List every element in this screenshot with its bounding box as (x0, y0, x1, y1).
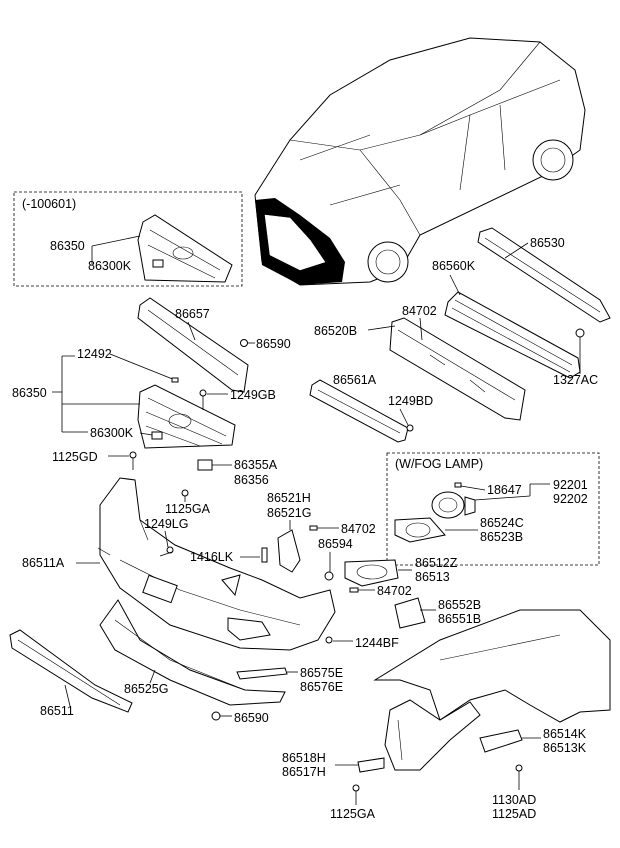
label-86551b: 86551B (438, 612, 481, 626)
label-86524c: 86524C (480, 516, 524, 530)
fog-lamp-group-label: (W/FOG LAMP) (395, 457, 483, 471)
clip-86590 (240, 339, 248, 347)
lower-panel-part (99, 599, 286, 706)
label-86594: 86594 (318, 537, 353, 551)
front-fender-part (373, 609, 611, 723)
label-86511a: 86511A (22, 556, 65, 570)
early-grille-group-box (13, 191, 243, 287)
label-86590-b: 86590 (234, 711, 269, 725)
bumper-upper-cover-part (389, 317, 526, 421)
label-86517h: 86517H (282, 765, 326, 779)
fog-bracket-part (394, 597, 426, 629)
label-86511: 86511 (40, 704, 74, 718)
label-86518h: 86518H (282, 751, 326, 765)
label-86300k-early: 86300K (88, 259, 132, 273)
label-86356: 86356 (234, 473, 269, 487)
label-1125ga-b: 1125GA (330, 807, 376, 821)
early-grille-part (137, 214, 233, 283)
label-86350-early: 86350 (50, 239, 85, 253)
label-86590-a: 86590 (256, 337, 291, 351)
molding-part (236, 667, 288, 680)
label-86350: 86350 (12, 386, 47, 400)
label-1416lk: 1416LK (190, 550, 234, 564)
label-86521g: 86521G (267, 506, 311, 520)
nut-1327ac (575, 328, 585, 338)
label-84702-b: 84702 (341, 522, 376, 536)
label-86530: 86530 (530, 236, 565, 250)
fog-lamp-group-box (386, 452, 600, 566)
side-cover-part (479, 729, 523, 753)
bolt-1249gb (199, 389, 207, 397)
label-86512z: 86512Z (415, 556, 458, 570)
label-86561a: 86561A (333, 373, 377, 387)
label-86521h: 86521H (267, 491, 311, 505)
bumper-beam-part (477, 227, 611, 323)
label-1249lg: 1249LG (144, 517, 188, 531)
label-86523b: 86523B (480, 530, 523, 544)
fog-cover-part (344, 559, 399, 587)
label-86657: 86657 (175, 307, 210, 321)
label-1125gd: 1125GD (52, 450, 98, 464)
fog-lamp-bezel-part (394, 517, 446, 543)
label-86576e: 86576E (300, 680, 343, 694)
early-grille-group-label: (-100601) (22, 197, 76, 211)
label-12492: 12492 (77, 347, 112, 361)
front-bumper-cover-part (97, 477, 336, 651)
lower-lip-part (9, 629, 133, 713)
wheel-liner-part (384, 699, 481, 771)
label-86575e: 86575E (300, 666, 343, 680)
label-86513: 86513 (415, 570, 450, 584)
label-84702-c: 84702 (377, 584, 412, 598)
label-1249bd: 1249BD (388, 394, 433, 408)
screw-1125gd (129, 451, 137, 459)
label-86552b: 86552B (438, 598, 481, 612)
label-86514k: 86514K (543, 727, 587, 741)
label-86525g: 86525G (124, 682, 168, 696)
label-92201: 92201 (553, 478, 588, 492)
label-18647: 18647 (487, 483, 522, 497)
label-86355a: 86355A (234, 458, 278, 472)
label-1125ad: 1125AD (492, 807, 536, 821)
label-86300k: 86300K (90, 426, 134, 440)
label-86560k: 86560K (432, 259, 476, 273)
vehicle-illustration (254, 37, 586, 286)
side-bracket-part (277, 529, 301, 573)
label-92202: 92202 (553, 492, 588, 506)
label-1249gb: 1249GB (230, 388, 276, 402)
label-1244bf: 1244BF (355, 636, 399, 650)
label-86520b: 86520B (314, 324, 357, 338)
upper-bracket-part (137, 297, 249, 393)
label-86513k: 86513K (543, 741, 587, 755)
label-1130ad: 1130AD (492, 793, 536, 807)
lower-absorber-part (309, 379, 409, 443)
label-1327ac: 1327AC (553, 373, 598, 387)
label-84702-a: 84702 (402, 304, 437, 318)
label-1125ga-a: 1125GA (165, 502, 211, 516)
fog-lamp-part (431, 491, 476, 519)
